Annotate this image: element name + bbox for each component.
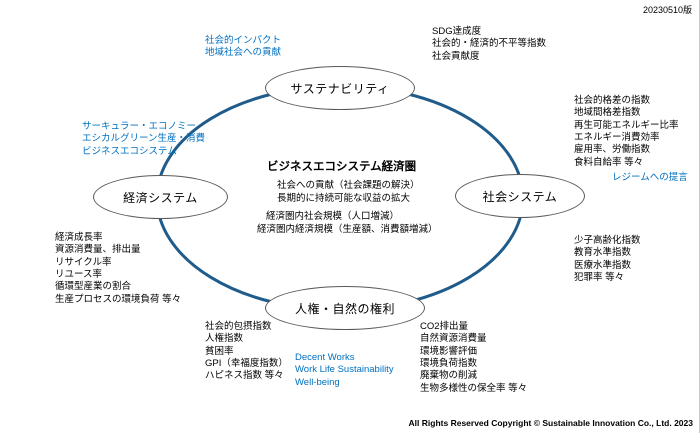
annotation-line: 資源消費量、排出量: [55, 244, 141, 256]
center-lines: 社会への貢献（社会課題の解決）長期的に持続可能な収益の拡大経済圏内社会規模（人口…: [257, 180, 467, 236]
annotation-line: サーキュラー・エコノミー: [82, 121, 197, 132]
node-human-nature-rights-label: 人権・自然の権利: [294, 301, 395, 316]
annotation-line: 食料自給率 等々: [574, 156, 644, 168]
annotation-circular-economy: サーキュラー・エコノミーエシカルグリーン生産・消費ビジネスエコシステム: [82, 121, 205, 158]
annotation-line: エネルギー消費効率: [574, 132, 660, 144]
annotation-economic-metrics: 経済成長率資源消費量、排出量リサイクル率リユース率循環型産業の割合生産プロセスの…: [55, 232, 181, 306]
annotation-line: 少子高齢化指数: [574, 235, 641, 246]
annotation-line: SDG達成度: [432, 26, 482, 37]
annotation-line: 社会的・経済的不平等指数: [432, 38, 547, 50]
annotation-social-system-metrics: 少子高齢化指数教育水準指数医療水準指数犯罪率 等々: [574, 235, 641, 284]
annotation-line: 教育水準指数: [574, 247, 632, 259]
annotation-line: リユース率: [55, 269, 103, 281]
annotation-line: 循環型産業の割合: [55, 281, 132, 293]
annotation-line: GPI（幸福度指数）: [205, 358, 288, 370]
annotation-line: 犯罪率 等々: [574, 272, 625, 284]
annotation-line: 地域社会への貢献: [205, 47, 282, 59]
annotation-line: 経済圏内社会規模（人口増減）: [266, 211, 400, 222]
annotation-sdg-metrics: SDG達成度社会的・経済的不平等指数社会貢献度: [432, 26, 546, 63]
node-social-system: 社会システム: [455, 174, 585, 218]
node-economic-system: 経済システム: [93, 175, 228, 219]
annotation-line: 再生可能エネルギー比率: [574, 119, 679, 131]
annotation-line: 医療水準指数: [574, 259, 632, 271]
annotation-line: 社会的格差の指数: [574, 95, 651, 106]
annotation-line: 長期的に持続可能な収益の拡大: [277, 192, 411, 204]
annotation-line: リサイクル率: [55, 256, 112, 268]
copyright-label: All Rights Reserved Copyright © Sustaina…: [408, 418, 693, 428]
version-label: 20230510版: [642, 5, 692, 15]
annotation-line: 環境負荷指数: [420, 358, 478, 370]
annotation-line: 社会的インパクト: [205, 35, 282, 46]
node-human-nature-rights: 人権・自然の権利: [265, 286, 425, 330]
annotation-line: 環境影響評価: [420, 345, 478, 357]
annotation-line: 社会貢献度: [432, 50, 480, 62]
annotation-line: 社会的包摂指数: [205, 321, 272, 332]
node-economic-system-label: 経済システム: [123, 190, 198, 205]
annotation-line: 経済圏内経済規模（生産額、消費額増減）: [257, 223, 438, 235]
annotation-line: 貧困率: [205, 345, 234, 357]
annotation-line: ビジネスエコシステム: [82, 145, 177, 157]
annotation-line: 地域間格差指数: [574, 107, 641, 119]
annotation-line: 生産プロセスの環境負荷 等々: [55, 293, 182, 305]
node-sustainability: サステナビリティ: [265, 66, 415, 110]
annotation-line: 自然資源消費量: [420, 333, 487, 345]
annotation-line: 雇用率、労働指数: [574, 144, 651, 156]
annotation-line: 廃棄物の削減: [420, 370, 478, 382]
center-description: ビジネスエコシステム経済圏 社会への貢献（社会課題の解決）長期的に持続可能な収益…: [257, 158, 467, 236]
annotation-line: Decent Works: [295, 352, 355, 363]
annotation-line: CO2排出量: [420, 321, 469, 332]
annotation-social-impact: 社会的インパクト地域社会への貢献: [205, 35, 281, 60]
annotation-line: 経済成長率: [55, 232, 103, 243]
annotation-line: 人権指数: [205, 333, 244, 345]
annotation-regime-proposal: レジームへの提言: [612, 172, 688, 183]
annotation-line: Work Life Sustainability: [295, 364, 394, 376]
annotation-line: 生物多様性の保全率 等々: [420, 382, 528, 394]
annotation-line: Well-being: [295, 376, 340, 388]
annotation-line: エシカルグリーン生産・消費: [82, 133, 206, 145]
node-social-system-label: 社会システム: [482, 189, 558, 204]
center-title: ビジネスエコシステム経済圏: [267, 161, 417, 173]
annotation-social-gap-metrics: 社会的格差の指数地域間格差指数再生可能エネルギー比率エネルギー消費効率雇用率、労…: [574, 95, 679, 169]
node-sustainability-label: サステナビリティ: [290, 81, 390, 96]
annotation-line: 社会への貢献（社会課題の解決）: [277, 180, 420, 191]
annotation-line: ハピネス指数 等々: [205, 370, 284, 382]
annotation-environment-metrics: CO2排出量自然資源消費量環境影響評価環境負荷指数廃棄物の削減生物多様性の保全率…: [420, 321, 527, 395]
